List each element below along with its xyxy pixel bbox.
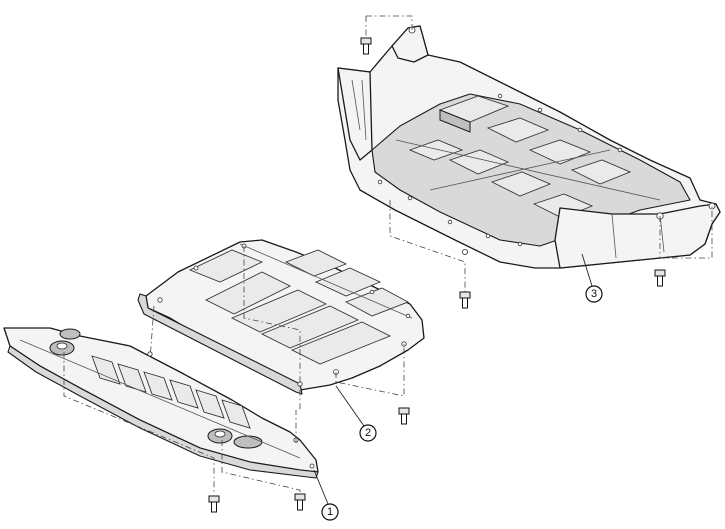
- callout-3-label: 3: [591, 288, 597, 300]
- center-under-cover: [137, 239, 425, 395]
- front-under-cover: [3, 327, 319, 479]
- rear-under-cover: [337, 25, 721, 269]
- bolt-icon: [398, 407, 410, 425]
- bolts: [208, 37, 666, 513]
- bolt-icon: [294, 493, 306, 511]
- callout-3: 3: [581, 253, 603, 303]
- callout-2: 2: [335, 385, 377, 442]
- bolt-icon: [360, 37, 372, 55]
- callout-1-label: 1: [327, 506, 333, 518]
- callout-2-label: 2: [365, 427, 371, 439]
- callouts: 1 2 3: [313, 253, 603, 521]
- bolt-icon: [208, 495, 220, 513]
- assembly-guide-lines: [63, 15, 713, 500]
- callout-1: 1: [313, 469, 339, 521]
- bolt-icon: [459, 291, 471, 309]
- bolt-icon: [654, 269, 666, 287]
